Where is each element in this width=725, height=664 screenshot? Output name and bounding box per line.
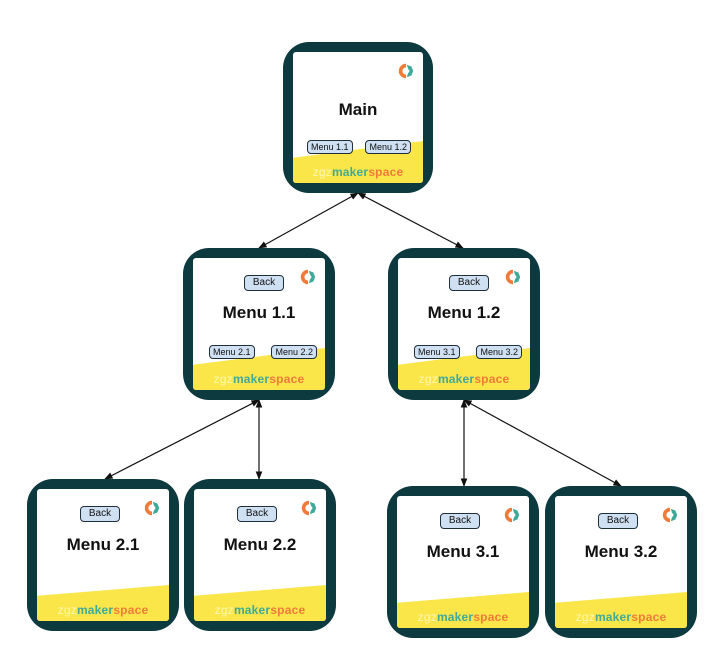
makerspace-gear-icon xyxy=(300,269,316,285)
screen-menu-1-2: Back Menu 1.2 Menu 3.1 Menu 3.2 zgzmaker… xyxy=(398,258,530,390)
menu-2-2-button[interactable]: Menu 2.2 xyxy=(271,345,317,359)
back-button[interactable]: Back xyxy=(449,275,489,291)
edge-main-menu-1-1 xyxy=(258,192,359,249)
makerspace-logo: zgzmakerspace xyxy=(213,372,305,386)
menu-1-2-button[interactable]: Menu 1.2 xyxy=(365,140,411,154)
makerspace-gear-icon xyxy=(662,507,678,523)
makerspace-logo: zgzmakerspace xyxy=(575,610,667,624)
makerspace-logo: zgzmakerspace xyxy=(312,165,404,179)
screen-menu-2-2: Back Menu 2.2 zgzmakerspace xyxy=(194,489,326,621)
back-button[interactable]: Back xyxy=(244,275,284,291)
makerspace-gear-icon xyxy=(505,269,521,285)
screen-title: Menu 3.1 xyxy=(426,542,500,561)
device-menu-2-1: Back Menu 2.1 zgzmakerspace xyxy=(27,479,179,631)
edge-main-menu-1-2 xyxy=(357,192,464,249)
makerspace-gear-icon xyxy=(398,63,414,79)
screen-title: Main xyxy=(338,100,378,119)
back-button[interactable]: Back xyxy=(237,506,277,522)
back-button[interactable]: Back xyxy=(598,513,638,529)
screen-menu-2-1: Back Menu 2.1 zgzmakerspace xyxy=(37,489,169,621)
device-main: Main Menu 1.1 Menu 1.2 zgzmakerspace xyxy=(283,42,433,193)
screen-menu-1-1: Back Menu 1.1 Menu 2.1 Menu 2.2 zgzmaker… xyxy=(193,258,325,390)
screen-title: Menu 1.2 xyxy=(427,303,501,322)
menu-3-1-button[interactable]: Menu 3.1 xyxy=(414,345,460,359)
device-menu-1-2: Back Menu 1.2 Menu 3.1 Menu 3.2 zgzmaker… xyxy=(388,248,540,400)
menu-3-2-button[interactable]: Menu 3.2 xyxy=(476,345,522,359)
edge-menu-1-2-menu-3-2 xyxy=(463,399,622,487)
makerspace-logo: zgzmakerspace xyxy=(214,603,306,617)
makerspace-gear-icon xyxy=(144,500,160,516)
screen-title: Menu 3.2 xyxy=(584,542,658,561)
device-menu-3-2: Back Menu 3.2 zgzmakerspace xyxy=(545,486,697,638)
back-button[interactable]: Back xyxy=(80,506,120,522)
screen-menu-3-1: Back Menu 3.1 zgzmakerspace xyxy=(397,496,529,628)
screen-main: Main Menu 1.1 Menu 1.2 zgzmakerspace xyxy=(293,52,423,183)
device-menu-2-2: Back Menu 2.2 zgzmakerspace xyxy=(184,479,336,631)
makerspace-gear-icon xyxy=(504,507,520,523)
back-button[interactable]: Back xyxy=(440,513,480,529)
device-menu-1-1: Back Menu 1.1 Menu 2.1 Menu 2.2 zgzmaker… xyxy=(183,248,335,400)
edge-menu-1-1-menu-2-1 xyxy=(104,399,260,480)
device-menu-3-1: Back Menu 3.1 zgzmakerspace xyxy=(387,486,539,638)
menu-1-1-button[interactable]: Menu 1.1 xyxy=(307,140,353,154)
makerspace-logo: zgzmakerspace xyxy=(417,610,509,624)
menu-2-1-button[interactable]: Menu 2.1 xyxy=(209,345,255,359)
makerspace-logo: zgzmakerspace xyxy=(57,603,149,617)
screen-title: Menu 1.1 xyxy=(222,303,296,322)
screen-title: Menu 2.1 xyxy=(66,535,140,554)
screen-title: Menu 2.2 xyxy=(223,535,297,554)
makerspace-logo: zgzmakerspace xyxy=(418,372,510,386)
screen-menu-3-2: Back Menu 3.2 zgzmakerspace xyxy=(555,496,687,628)
makerspace-gear-icon xyxy=(301,500,317,516)
